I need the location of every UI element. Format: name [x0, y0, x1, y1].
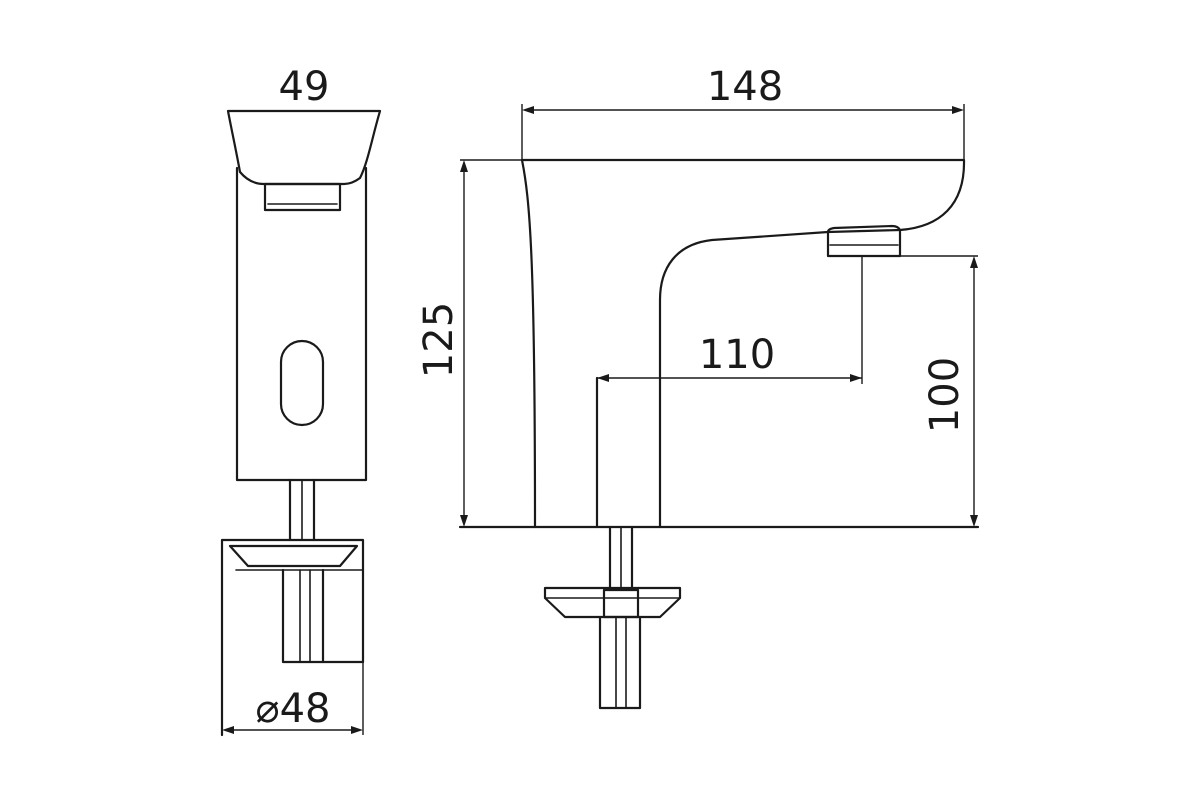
front-view-mount: [220, 538, 365, 737]
dimension-side-length: 148: [521, 64, 965, 160]
front-view-body: [235, 166, 368, 482]
dimension-side-height: 125: [416, 159, 522, 527]
dimension-base-diameter: ⌀48: [222, 662, 364, 735]
side-view-spout: [520, 158, 966, 529]
sensor-window: [279, 339, 325, 427]
side-view-shank: [608, 525, 634, 592]
dimension-spout-height: 100: [900, 255, 978, 527]
spout-height-label: 100: [922, 357, 968, 433]
front-view-shank: [288, 478, 316, 542]
dimension-spout-reach: 110: [597, 256, 863, 384]
side-view-mount: [543, 586, 682, 619]
front-view: [220, 109, 382, 737]
front-view-aerator: [263, 182, 342, 212]
side-view-stud: [598, 615, 642, 710]
front-width-label: 49: [279, 64, 330, 110]
side-length-label: 148: [707, 64, 783, 110]
front-view-head: [226, 109, 382, 186]
front-view-stud: [281, 568, 325, 664]
side-view-aerator: [826, 224, 902, 258]
dimension-front-width: 49: [279, 64, 330, 110]
side-height-label: 125: [416, 302, 462, 378]
base-diameter-label: ⌀48: [256, 686, 331, 732]
spout-reach-label: 110: [699, 332, 775, 378]
side-view-body-back: [520, 158, 537, 529]
side-view: [458, 158, 980, 710]
